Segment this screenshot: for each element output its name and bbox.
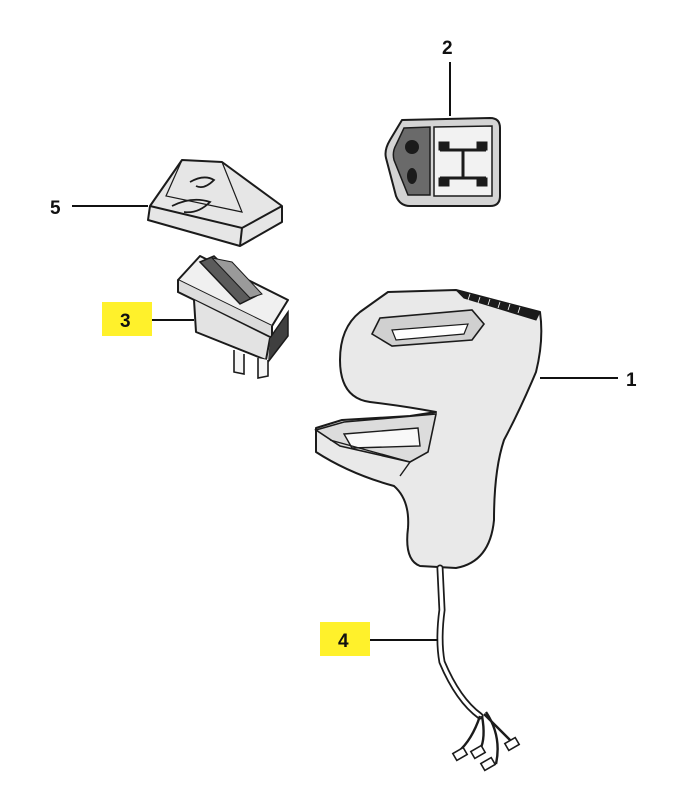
h-pattern-icon [438, 141, 488, 187]
tortoise-icon [407, 168, 417, 184]
callout-3-highlight [102, 302, 152, 336]
callout-2[interactable]: 2 [442, 38, 453, 59]
part-3-rocker-switch[interactable] [177, 255, 289, 379]
callout-3[interactable]: 3 [120, 311, 131, 332]
part-2-shift-pattern-decal[interactable] [384, 117, 501, 207]
callout-5[interactable]: 5 [50, 198, 61, 219]
part-5-switch-cap[interactable] [147, 159, 283, 247]
hare-icon [405, 140, 419, 154]
callout-1[interactable]: 1 [626, 370, 637, 391]
callout-4[interactable]: 4 [338, 631, 349, 652]
callout-4-highlight [320, 622, 370, 656]
part-4-wire-harness[interactable] [436, 564, 521, 772]
part-1-shift-knob[interactable] [314, 289, 543, 569]
script-logo-icon [189, 176, 216, 189]
script-logo-icon-front [171, 198, 212, 214]
